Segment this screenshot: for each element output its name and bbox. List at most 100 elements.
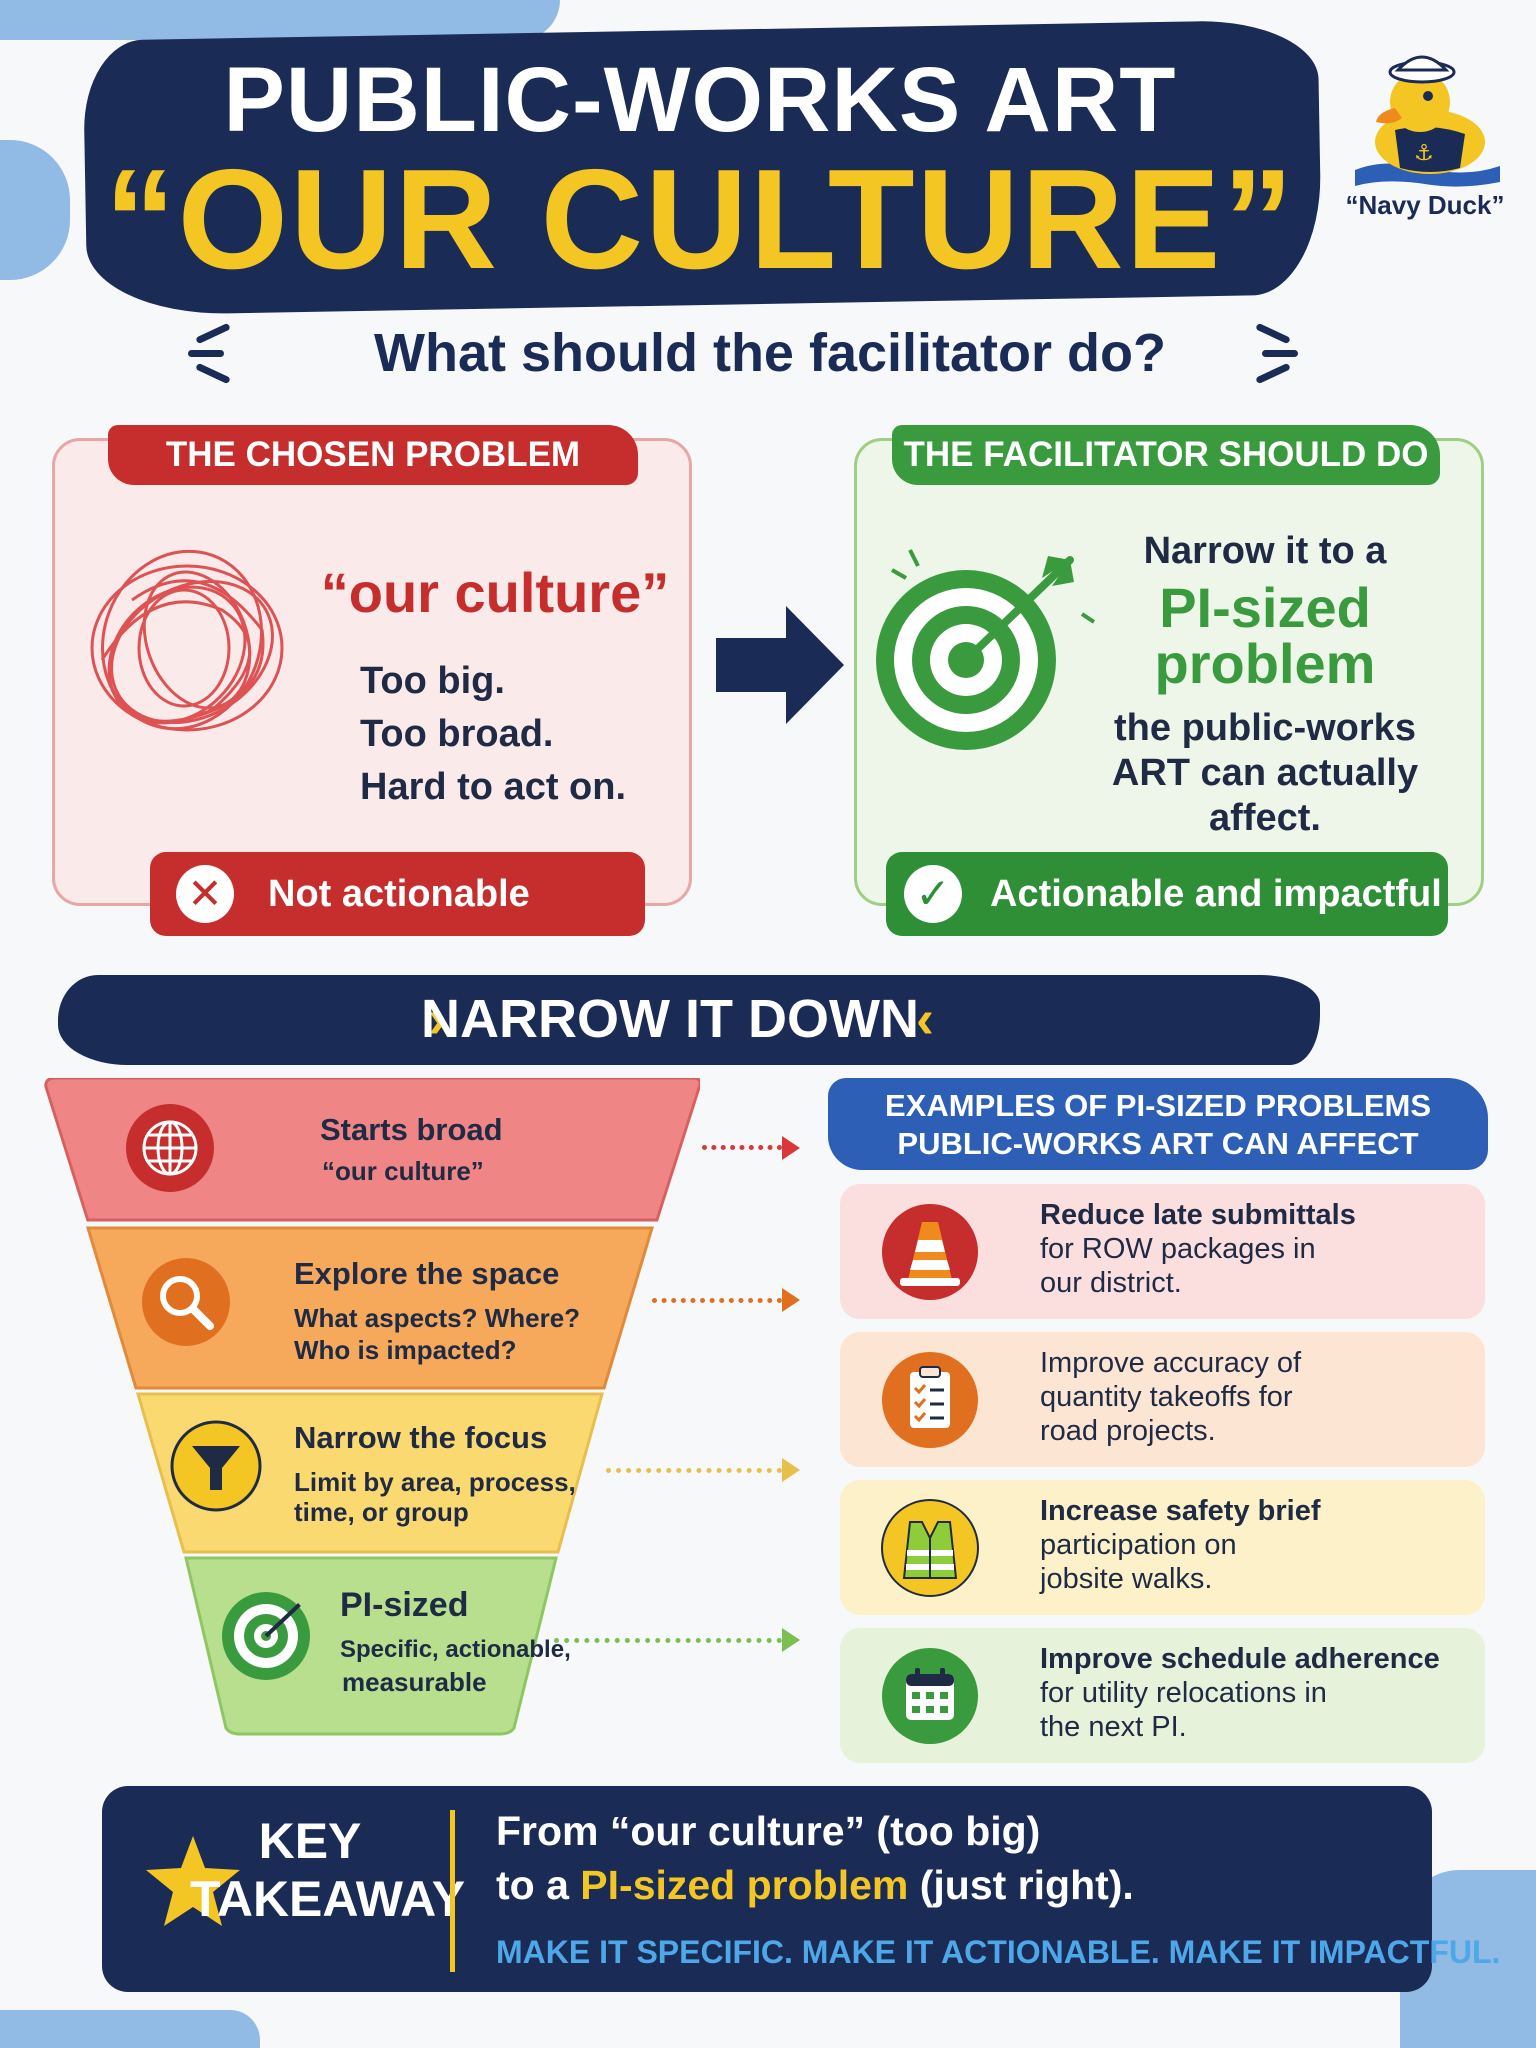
connector-3-arrowhead (782, 1458, 800, 1482)
facilitator-detail: the public-works ART can actually affect… (1090, 706, 1440, 841)
check-icon: ✓ (904, 865, 962, 923)
chevron-right-icon: ‹ (916, 989, 934, 1049)
target-arrow-icon (876, 549, 1096, 750)
examples-banner-line1: EXAMPLES OF PI-SIZED PROBLEMS (885, 1088, 1431, 1123)
chosen-problem-banner: THE CHOSEN PROBLEM (108, 425, 638, 485)
title-line1: PUBLIC-WORKS ART (223, 49, 1177, 151)
example-text-safety: Increase safety brief participation on j… (1040, 1494, 1470, 1596)
example-rest2-submittals: our district. (1040, 1267, 1182, 1299)
examples-banner-line2: PUBLIC-WORKS ART CAN AFFECT (897, 1126, 1419, 1161)
filter-icon (170, 1420, 262, 1512)
x-icon: ✕ (176, 865, 234, 923)
actionable-badge: ✓ Actionable and impactful (886, 852, 1448, 936)
example-card-submittals: Reduce late submittals for ROW packages … (840, 1184, 1485, 1319)
example-rest1-safety: participation on (1040, 1529, 1237, 1561)
step-narrow-sub1: Limit by area, process, (294, 1467, 576, 1497)
funnel-band-explore (85, 1226, 655, 1390)
actionable-label: Actionable and impactful (990, 873, 1442, 915)
example-rest1-submittals: for ROW packages in (1040, 1233, 1316, 1265)
facilitator-line1: Narrow it to a (1143, 530, 1387, 572)
calendar-icon (882, 1648, 978, 1744)
key-takeaway-label: KEY TAKEAWAY (190, 1812, 466, 1928)
clipboard-checklist-icon (882, 1352, 978, 1448)
globe-icon (126, 1104, 214, 1192)
example-rest1-schedule: for utility relocations in (1040, 1677, 1327, 1709)
target-icon (222, 1592, 310, 1680)
example-card-takeoffs: Improve accuracy of quantity takeoffs fo… (840, 1332, 1485, 1467)
connector-4-arrowhead (782, 1628, 800, 1652)
step-explore-sub1: What aspects? Where? (294, 1303, 581, 1333)
funnel-band-focus (136, 1392, 604, 1554)
highlight-problem: problem (1154, 632, 1376, 695)
example-rest2-takeoffs: road projects. (1040, 1415, 1216, 1447)
step-pi-sized-sub2: measurable (342, 1667, 487, 1697)
connector-2-arrowhead (782, 1288, 800, 1312)
question-dash-left-2 (188, 350, 224, 357)
facilitator-line4: ART can actually (1111, 752, 1419, 794)
example-text-takeoffs: Improve accuracy of quantity takeoffs fo… (1040, 1346, 1470, 1448)
reason-too-broad: Too broad. (360, 713, 554, 755)
star-icon (146, 1836, 240, 1926)
connector-2 (652, 1298, 782, 1303)
takeaway-motto: MAKE IT SPECIFIC. MAKE IT ACTIONABLE. MA… (496, 1934, 1501, 1970)
chevron-left-icon: › (428, 989, 446, 1049)
step-starts-broad-label: Starts broad (320, 1112, 503, 1147)
chosen-problem-reasons: Too big. Too broad. Hard to act on. (360, 655, 626, 814)
step-explore-label: Explore the space (294, 1256, 560, 1291)
facilitator-banner: THE FACILITATOR SHOULD DO (892, 425, 1440, 485)
example-text-submittals: Reduce late submittals for ROW packages … (1040, 1198, 1470, 1300)
not-actionable-badge: ✕ Not actionable (150, 852, 645, 936)
step-starts-broad-sub: “our culture” (322, 1156, 484, 1186)
example-line1-takeoffs: Improve accuracy of (1040, 1347, 1302, 1379)
example-bold-safety: Increase safety brief (1040, 1495, 1321, 1527)
connector-3 (606, 1468, 782, 1473)
bg-stroke-bottom-left (0, 2010, 260, 2048)
narrow-title: NARROW IT DOWN (421, 989, 919, 1049)
safety-vest-icon (881, 1499, 979, 1597)
key-takeaway-label-line1: KEY (258, 1813, 362, 1869)
examples-banner: EXAMPLES OF PI-SIZED PROBLEMS PUBLIC-WOR… (828, 1078, 1488, 1170)
navy-duck-mascot: ⚓ (1340, 30, 1510, 230)
key-takeaway-box (102, 1786, 1432, 1992)
connector-1 (702, 1145, 782, 1150)
title-line2: “OUR CULTURE” (104, 140, 1296, 299)
takeaway-line2-pre: to a (496, 1862, 581, 1908)
example-rest2-safety: jobsite walks. (1040, 1563, 1213, 1595)
question-dash-right-2 (1262, 350, 1298, 357)
scribble-icon (90, 549, 284, 732)
funnel-band-broad (44, 1078, 700, 1222)
reason-hard-to-act: Hard to act on. (360, 766, 627, 808)
takeaway-line2-post: (just right). (908, 1862, 1134, 1908)
highlight-pi-sized: PI-sized (1159, 576, 1371, 639)
step-pi-sized-sub1: Specific, actionable, (340, 1636, 571, 1663)
example-bold-schedule: Improve schedule adherence (1040, 1643, 1440, 1675)
example-rest1-takeoffs: quantity takeoffs for (1040, 1381, 1293, 1413)
chosen-problem-panel (52, 438, 692, 906)
facilitator-line3: the public-works (1114, 707, 1416, 749)
key-takeaway-divider (450, 1810, 455, 1972)
step-explore-sub2: Who is impacted? (294, 1335, 517, 1365)
takeaway-line2-highlight: PI-sized problem (580, 1862, 909, 1908)
step-narrow-label: Narrow the focus (294, 1420, 548, 1455)
arrow-right-icon (716, 606, 844, 724)
chosen-problem-quote: “our culture” (320, 561, 670, 624)
example-bold-submittals: Reduce late submittals (1040, 1199, 1356, 1231)
traffic-cone-icon (882, 1204, 978, 1300)
reason-too-big: Too big. (360, 660, 505, 702)
facilitator-line5: affect. (1209, 797, 1321, 839)
mascot-caption: “Navy Duck” (1345, 190, 1505, 220)
takeaway-line1: From “our culture” (too big) (496, 1808, 1041, 1854)
example-rest2-schedule: the next PI. (1040, 1711, 1187, 1743)
not-actionable-label: Not actionable (268, 873, 530, 915)
connector-4 (554, 1638, 782, 1643)
example-text-schedule: Improve schedule adherence for utility r… (1040, 1642, 1470, 1744)
step-pi-sized-label: PI-sized (340, 1586, 469, 1624)
question-heading: What should the facilitator do? (374, 323, 1166, 383)
takeaway-line2: to a PI-sized problem (just right). (496, 1862, 1134, 1909)
magnifier-icon (142, 1258, 230, 1346)
example-card-safety: Increase safety brief participation on j… (840, 1480, 1485, 1615)
connector-1-arrowhead (782, 1136, 800, 1160)
duck-icon: ⚓ (1355, 55, 1500, 187)
svg-text:⚓: ⚓ (1414, 141, 1434, 166)
key-takeaway-label-line2: TAKEAWAY (190, 1871, 466, 1927)
